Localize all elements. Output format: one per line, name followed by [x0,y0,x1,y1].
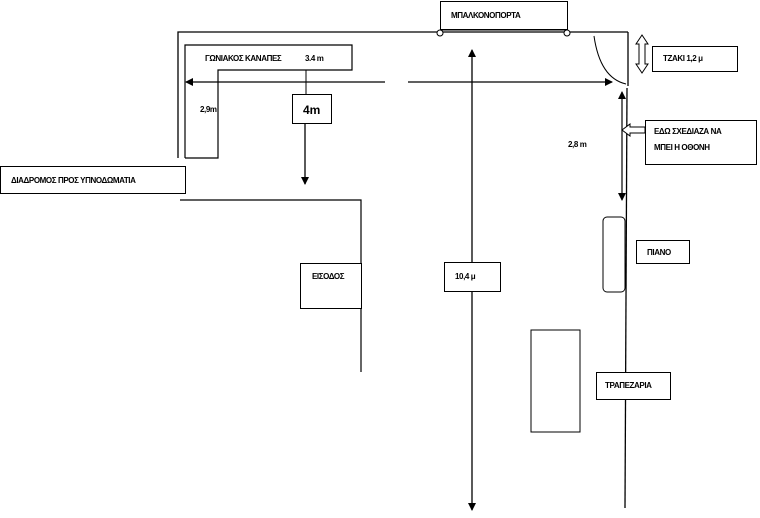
sofa-width-label: 3.4 m [305,54,324,63]
piano-label: ΠΙΑΝΟ [647,248,671,257]
balcony-door-box: ΜΠΑΛΚΟΝΟΠΟΡΤΑ [440,1,568,30]
dining-box: ΤΡΑΠΕΖΑΡΙΑ [596,372,671,400]
piano-shape [602,216,626,293]
right-wall-lower [624,87,628,509]
tv-pointer-arrow [621,123,646,137]
door-swing-arc [593,35,627,85]
living-width-label: 4m [303,103,321,117]
room-length-box: 10,4 μ [444,262,501,292]
balcony-door-hinge-right [563,29,571,37]
fireplace-label: ΤΖΑΚΙ 1,2 μ [663,54,703,63]
tv-note-line2: ΜΠΕΙ Η ΟΘΟΝΗ [654,143,710,152]
sofa-label: ΓΩΝΙΑΚΟΣ ΚΑΝΑΠΕΣ [205,54,282,63]
piano-box: ΠΙΑΝΟ [636,240,690,264]
dining-table [530,329,581,433]
outer-wall-top-left [177,31,628,158]
dining-label: ΤΡΑΠΕΖΑΡΙΑ [605,381,652,390]
room-length-label: 10,4 μ [455,272,476,281]
sofa-depth-label: 2,9m [200,105,217,114]
balcony-door-hinge-left [436,29,444,37]
tv-note-box: ΕΔΩ ΣΧΕΔΙΑΖΑ ΝΑ ΜΠΕΙ Η ΟΘΟΝΗ [645,120,757,165]
living-width-box: 4m [292,94,332,124]
entrance-label: ΕΙΣΟΔΟΣ [312,272,345,281]
corner-sofa-outline [184,44,353,159]
tv-wall-length-label: 2,8 m [568,140,587,149]
fireplace-box: ΤΖΑΚΙ 1,2 μ [652,46,738,72]
fireplace-double-arrow [635,34,649,74]
tv-note-line1: ΕΔΩ ΣΧΕΔΙΑΖΑ ΝΑ [654,127,722,136]
balcony-door-label: ΜΠΑΛΚΟΝΟΠΟΡΤΑ [451,11,521,20]
entrance-wall [180,199,362,372]
entrance-box: ΕΙΣΟΔΟΣ [300,263,362,309]
corridor-box: ΔΙΑΔΡΟΜΟΣ ΠΡΟΣ ΥΠΝΟΔΩΜΑΤΙΑ [0,166,186,194]
corridor-label: ΔΙΑΔΡΟΜΟΣ ΠΡΟΣ ΥΠΝΟΔΩΜΑΤΙΑ [11,176,136,185]
